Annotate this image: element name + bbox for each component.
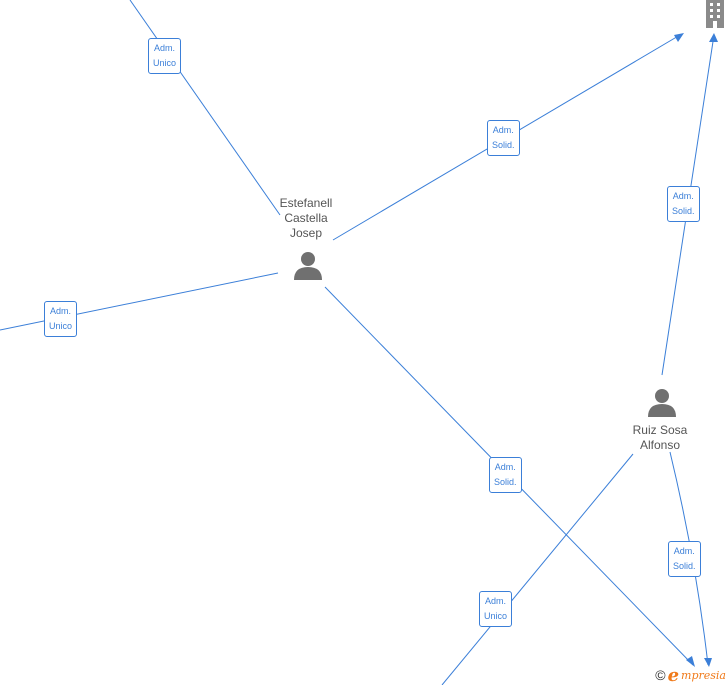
edge-line-top-left [129, 0, 281, 216]
edge-label-line: Unico [484, 611, 508, 621]
edge-label-line: Solid. [672, 206, 695, 216]
edge-label-line: Solid. [673, 561, 696, 571]
edge-label-line: Adm. [50, 306, 72, 316]
edge-label-line: Unico [153, 58, 177, 68]
edge-label-adm-solid[interactable]: Adm. Solid. [667, 186, 700, 222]
person-name-line: Alfonso [639, 438, 681, 452]
edge-label-adm-unico[interactable]: Adm. Unico [148, 38, 182, 74]
edge-label-line: Adm. [494, 462, 516, 472]
edge-line-left [0, 272, 279, 331]
person-icon[interactable] [293, 250, 323, 280]
brand-logo-initial: e [667, 664, 680, 686]
edge-label-adm-solid[interactable]: Adm. Solid. [487, 120, 520, 156]
edge-label-line: Solid. [494, 477, 517, 487]
edge-label-adm-unico[interactable]: Adm. Unico [479, 591, 513, 627]
edge-label-adm-solid[interactable]: Adm. Solid. [489, 457, 522, 493]
arrowhead-building-left [674, 33, 684, 42]
edge-label-line: Adm. [672, 191, 694, 201]
edge-label-line: Adm. [673, 546, 695, 556]
edge-label-line: Unico [49, 321, 73, 331]
edge-label-line: Adm. [492, 125, 514, 135]
arrowhead-building-right [709, 33, 718, 42]
edge-label-line: Adm. [154, 43, 176, 53]
copyright-symbol: © [655, 667, 666, 683]
edge-line-bottom-to-ruiz [441, 453, 634, 685]
person-name-estefanell[interactable]: Estefanell Castella Josep [270, 196, 342, 241]
arrowhead-bottom-right-a [686, 656, 695, 667]
person-icon[interactable] [647, 387, 677, 417]
company-building-icon[interactable] [702, 0, 728, 30]
person-name-line: Ruiz Sosa [632, 423, 688, 437]
edge-label-adm-unico[interactable]: Adm. Unico [44, 301, 78, 337]
edge-label-adm-solid[interactable]: Adm. Solid. [668, 541, 701, 577]
brand-logo-text: mpresia [681, 668, 726, 682]
person-name-line: Castella [284, 211, 328, 225]
person-name-line: Estefanell [279, 196, 333, 210]
edge-label-line: Adm. [485, 596, 507, 606]
arrowhead-bottom-right-b [704, 658, 712, 667]
person-name-ruiz[interactable]: Ruiz Sosa Alfonso [624, 423, 696, 453]
copyright-brand: © e mpresia [655, 664, 726, 686]
person-name-line: Josep [289, 226, 323, 240]
edge-label-line: Solid. [492, 140, 515, 150]
